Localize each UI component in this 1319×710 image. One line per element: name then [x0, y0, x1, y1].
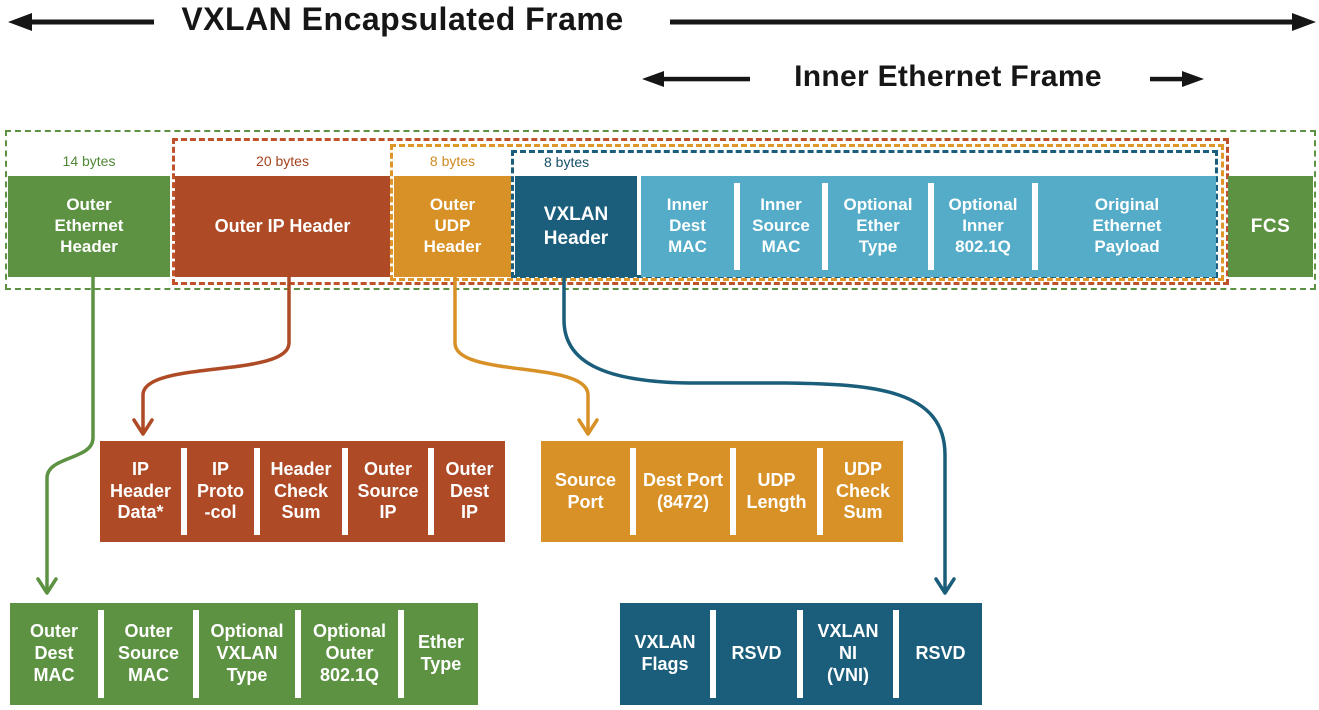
inner-title-left-arrow-icon [642, 71, 750, 87]
eth-detail-vxlan-type: Optional VXLAN Type [210, 621, 284, 685]
udp-detail-length: UDP Length [746, 469, 807, 512]
block-inner-source-mac: Inner Source MAC [752, 195, 810, 256]
divider [398, 610, 404, 698]
vxlan-detail-rsvd-2: RSVD [915, 643, 966, 664]
ip-detail-dest-ip: Outer Dest IP [445, 458, 494, 523]
ip-detail-source-ip: Outer Source IP [357, 458, 419, 523]
ethernet-arrowhead-icon [36, 577, 58, 595]
ip-detail-protocol: IP Proto -col [197, 458, 244, 523]
udp-connector-arrow [453, 275, 590, 431]
block-inner-dest-mac: Inner Dest MAC [666, 195, 709, 256]
block-optional-ether-type: Optional Ether Type [843, 195, 913, 256]
inner-ethernet-frame-group: Inner Dest MAC Inner Source MAC Optional… [641, 176, 1216, 277]
ethernet-connector-arrow [45, 275, 95, 590]
block-optional-inner-8021q: Optional Inner 802.1Q [948, 195, 1018, 256]
divider [342, 448, 348, 535]
divider [295, 610, 301, 698]
divider [428, 448, 434, 535]
inner-title-right-arrow-icon [1150, 71, 1204, 87]
divider [710, 610, 716, 698]
divider [928, 183, 934, 270]
block-outer-udp-header: Outer UDP Header [394, 176, 511, 277]
byte-label-ip: 20 bytes [256, 153, 309, 169]
udp-detail-row: Source Port Dest Port (8472) UDP Length … [541, 441, 903, 542]
udp-arrowhead-icon [577, 418, 599, 436]
divider [797, 610, 803, 698]
udp-detail-dest-port: Dest Port (8472) [642, 469, 723, 512]
udp-detail-checksum: UDP Check Sum [835, 458, 891, 523]
vxlan-detail-vni: VXLAN NI (VNI) [817, 621, 879, 685]
inner-title: Inner Ethernet Frame [794, 60, 1102, 93]
block-original-ethernet-payload: Original Ethernet Payload [1092, 195, 1162, 256]
divider [893, 610, 899, 698]
divider [181, 448, 187, 535]
block-fcs: FCS [1228, 176, 1313, 277]
eth-detail-dest-mac: Outer Dest MAC [29, 621, 78, 685]
divider [193, 610, 199, 698]
divider [1032, 183, 1038, 270]
main-title: VXLAN Encapsulated Frame [181, 1, 624, 37]
block-outer-ethernet-header: Outer Ethernet Header [8, 176, 170, 277]
main-title-right-arrow-icon [670, 13, 1316, 31]
vxlan-detail-row: VXLAN Flags RSVD VXLAN NI (VNI) RSVD [620, 603, 982, 705]
vxlan-arrowhead-icon [934, 577, 956, 595]
block-vxlan-header: VXLAN Header [515, 176, 637, 277]
ip-detail-header-data: IP Header Data* [109, 458, 172, 523]
udp-detail-source-port: Source Port [554, 469, 617, 512]
ip-arrowhead-icon [132, 418, 154, 436]
vxlan-detail-flags: VXLAN Flags [634, 632, 696, 674]
block-outer-ip-header: Outer IP Header [175, 176, 390, 277]
byte-label-vxlan: 8 bytes [544, 154, 590, 170]
divider [822, 183, 828, 270]
ip-connector-arrow [141, 275, 291, 431]
divider [734, 183, 740, 270]
divider [98, 610, 104, 698]
main-title-left-arrow-icon [8, 13, 154, 31]
divider [254, 448, 260, 535]
eth-detail-source-mac: Outer Source MAC [117, 621, 180, 685]
byte-label-udp: 8 bytes [429, 153, 476, 169]
ip-detail-row: IP Header Data* IP Proto -col Header Che… [100, 441, 505, 542]
byte-label-ethernet: 14 bytes [62, 153, 116, 169]
eth-detail-outer-8021q: Optional Outer 802.1Q [313, 621, 386, 685]
ip-detail-checksum: Header Check Sum [270, 458, 332, 523]
ethernet-detail-row: Outer Dest MAC Outer Source MAC Optional… [10, 603, 478, 705]
vxlan-detail-rsvd-1: RSVD [731, 643, 782, 664]
eth-detail-ether-type: Ether Type [417, 632, 464, 674]
